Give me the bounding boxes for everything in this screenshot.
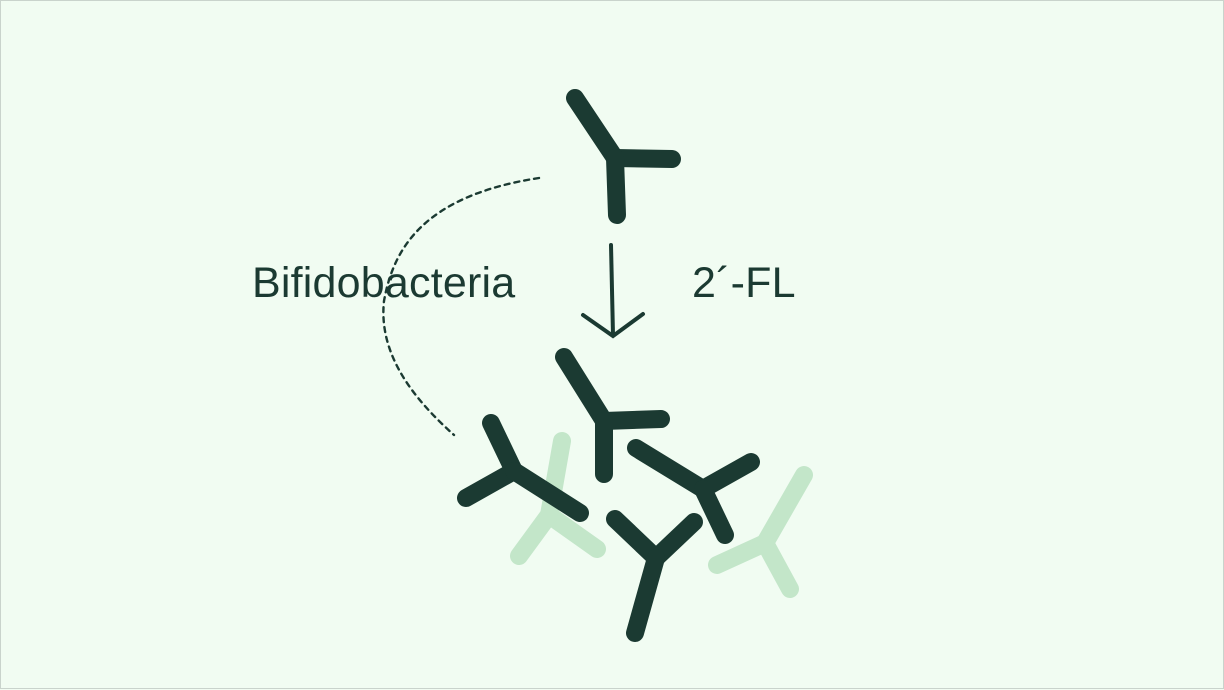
arrow-down-icon <box>581 243 645 339</box>
y-shaped-molecule-icon <box>555 348 670 483</box>
y-shaped-molecule-icon <box>457 414 589 522</box>
bifidobacteria-label: Bifidobacteria <box>252 259 516 307</box>
y-shaped-molecule-icon <box>566 89 681 224</box>
y-shaped-molecule-icon <box>606 510 703 642</box>
compound-label: 2´-FL <box>692 259 796 307</box>
y-shaped-molecule-icon <box>627 439 760 544</box>
dotted-connector-line <box>382 176 541 437</box>
light-molecule-icon <box>708 466 813 598</box>
